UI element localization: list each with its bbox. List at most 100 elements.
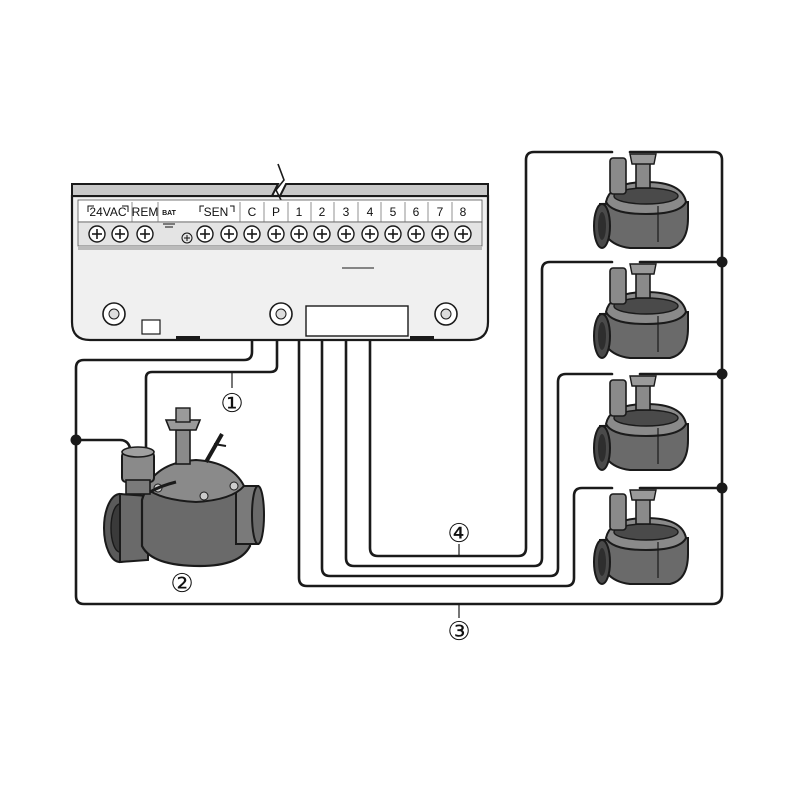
screw-terminal-icon (431, 225, 449, 243)
terminal-label-bat: BAT (162, 210, 177, 217)
valve-solenoid (609, 379, 627, 417)
master-valve-outlet-rim (251, 485, 265, 545)
common-branch-master (74, 438, 132, 450)
terminal-label-p: P (272, 205, 280, 219)
junction-dot (70, 434, 82, 446)
terminal-label-3: 3 (343, 205, 350, 219)
terminal-label-4: 4 (367, 205, 374, 219)
callout-common-wire: ① (220, 389, 243, 419)
zone-valve-3 (593, 375, 689, 471)
terminal-shadow (78, 246, 482, 250)
controller-top-edge (278, 183, 489, 197)
valve-flow-control (635, 497, 651, 525)
valve-solenoid (609, 157, 627, 195)
controller-top-edge (71, 183, 280, 197)
zone-valves (593, 153, 689, 585)
wires (70, 150, 728, 618)
terminal-label-5: 5 (390, 205, 397, 219)
screw-terminal-icon (313, 225, 331, 243)
label-bracket (230, 205, 235, 212)
screw-terminal-icon (136, 225, 154, 243)
mounting-hole (275, 308, 287, 320)
screw-terminal-icon (220, 225, 238, 243)
terminal-label-rem: REM (132, 205, 159, 219)
valve-solenoid (609, 267, 627, 305)
valve-inlet (598, 212, 606, 240)
terminal-label-sen: SEN (204, 205, 229, 219)
terminal-labels: 24VAC REM BAT SEN C P 1 2 3 4 5 6 7 8 (87, 202, 467, 244)
bleed-lever-icon (204, 433, 224, 463)
solenoid-tube (149, 480, 177, 494)
valve-flow-control (635, 383, 651, 411)
callout-master-valve: ② (170, 569, 193, 599)
master-valve-icon (103, 407, 265, 568)
label-bracket (199, 205, 204, 212)
valve-flow-control (635, 161, 651, 189)
screw-terminal-icon (88, 225, 106, 243)
latch (410, 336, 434, 341)
zone-valve-4 (593, 489, 689, 585)
mounting-hole (440, 308, 452, 320)
junction-dot (716, 482, 728, 494)
screw-terminal-icon (111, 225, 129, 243)
master-valve-bonnet (144, 458, 246, 504)
callout-common-loop: ③ (447, 617, 470, 647)
common-wire-master (74, 150, 724, 606)
terminal-label-2: 2 (319, 205, 326, 219)
mounting-hole (108, 308, 120, 320)
controller-tab (141, 319, 161, 335)
bleed-lever-icon (213, 443, 227, 447)
flow-control-handle-icon (629, 263, 657, 275)
valve-inlet (598, 322, 606, 350)
screw-terminal-icon (407, 225, 425, 243)
pump-wire-master (144, 256, 279, 450)
callouts: ① ② ③ ④ (170, 389, 470, 647)
screw-terminal-icon (337, 225, 355, 243)
screw-terminal-icon (454, 225, 472, 243)
station-wire-3 (344, 256, 614, 568)
controller-panel: 24VAC REM BAT SEN C P 1 2 3 4 5 6 7 8 (70, 163, 490, 342)
master-valve-solenoid-cap (121, 446, 155, 458)
screw-terminal-icon (361, 225, 379, 243)
screw-terminals (88, 225, 472, 243)
screw-terminal-icon (384, 225, 402, 243)
station-wire-2 (320, 256, 614, 578)
terminal-label-24vac: 24VAC (89, 205, 126, 219)
terminal-label-7: 7 (437, 205, 444, 219)
label-bracket (87, 205, 94, 212)
latch (176, 336, 200, 341)
valve-flow-control (635, 271, 651, 299)
screw-terminal-icon (267, 225, 285, 243)
screw-terminal-icon (290, 225, 308, 243)
flow-control-handle-icon (175, 407, 191, 423)
callout-station-wires: ④ (447, 519, 470, 549)
junction-dot (716, 256, 728, 268)
station-wire-1 (297, 256, 614, 588)
break-mark (275, 163, 285, 207)
flow-control-stem (175, 429, 191, 465)
zone-valve-1 (593, 153, 689, 249)
station-wire-4 (368, 150, 614, 558)
junction-dot (716, 368, 728, 380)
label-bracket (122, 205, 129, 212)
flow-control-handle-icon (629, 375, 657, 387)
screw-terminal-icon (243, 225, 261, 243)
terminal-label-8: 8 (460, 205, 467, 219)
zone-valve-2 (593, 263, 689, 359)
terminal-label-c: C (248, 205, 257, 219)
flow-control-handle-icon (629, 489, 657, 501)
valve-inlet (598, 548, 606, 576)
bonnet-screw-icon (229, 481, 239, 491)
bonnet-screw-icon (199, 491, 209, 501)
screw-terminal-icon (196, 225, 214, 243)
battery-plus-icon (181, 232, 193, 244)
flow-control-handle-icon (629, 153, 657, 165)
terminal-label-6: 6 (413, 205, 420, 219)
valve-inlet (598, 434, 606, 462)
valve-solenoid (609, 493, 627, 531)
wire-channel (305, 305, 409, 337)
master-valve-solenoid-base (125, 479, 151, 495)
terminal-label-1: 1 (296, 205, 303, 219)
